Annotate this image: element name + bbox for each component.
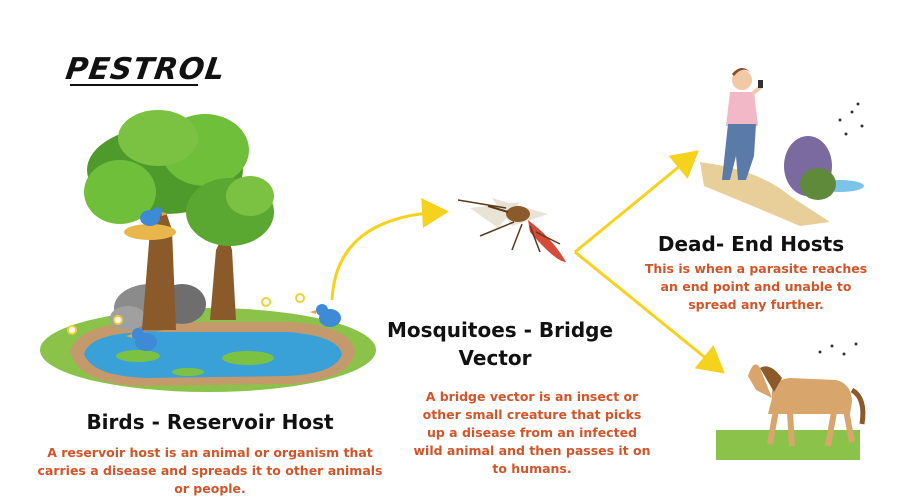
birds-description: A reservoir host is an animal or organis… — [37, 445, 383, 496]
mosquito-icon — [457, 198, 566, 262]
pond-icon — [70, 322, 355, 386]
flower-icon — [67, 293, 305, 335]
reservoir-scene — [40, 110, 376, 392]
dead-end-horse-scene — [716, 342, 866, 460]
mosquito-swarm-icon — [838, 102, 864, 136]
dead-end-description: This is when a parasite reaches an end p… — [644, 261, 868, 312]
horse-icon — [748, 364, 866, 447]
mosquitoes-description: A bridge vector is an insect or other sm… — [413, 389, 651, 476]
bird-icon — [140, 207, 168, 226]
birds-title: Birds - Reservoir Host — [86, 410, 334, 434]
tree-icon — [84, 110, 274, 330]
bird-icon — [126, 328, 157, 351]
bush-icon — [784, 136, 836, 200]
dead-end-title: Dead- End Hosts — [657, 232, 845, 256]
mosquitoes-title-line1: Mosquitoes - Bridge — [386, 318, 614, 342]
arrow-icon — [574, 250, 725, 374]
arrow-icon — [574, 150, 699, 254]
nest-icon — [124, 224, 176, 240]
mosquitoes-title-line2: Vector — [458, 346, 532, 370]
brand-underline — [70, 84, 198, 86]
bird-icon — [310, 304, 341, 327]
dead-end-human-scene — [700, 68, 864, 226]
woman-icon — [722, 68, 764, 180]
mosquito-swarm-icon — [818, 342, 858, 356]
arrow-icon — [330, 198, 449, 301]
